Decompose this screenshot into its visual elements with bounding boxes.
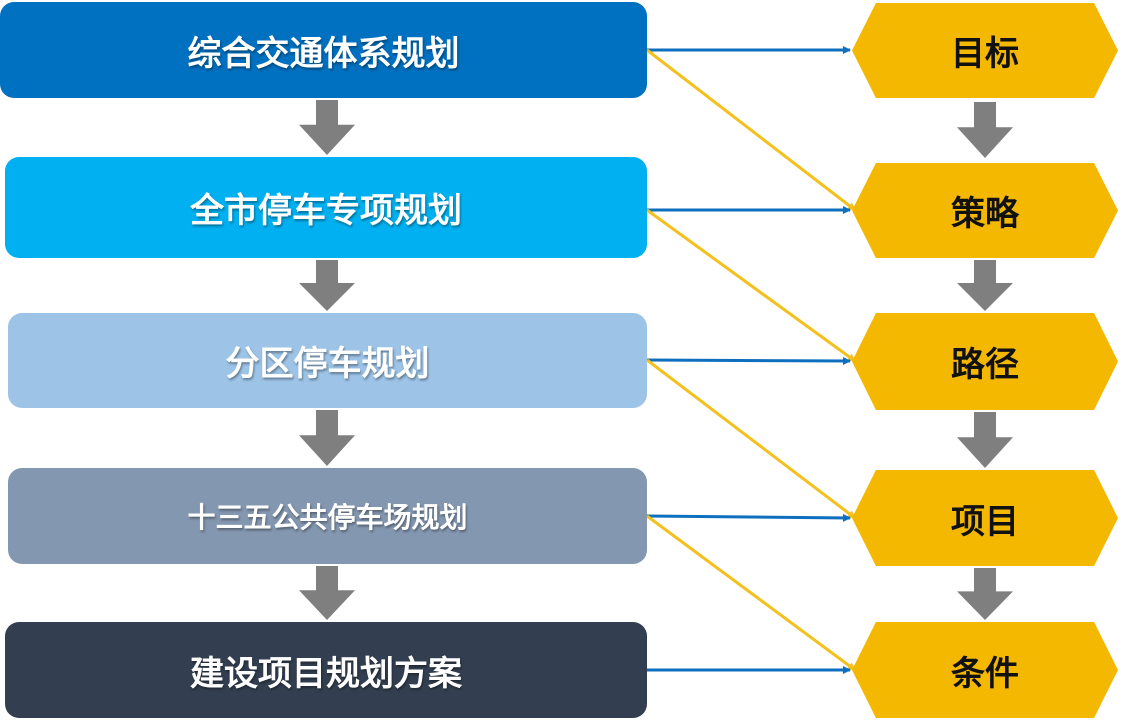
box-construction-project-plan: 建设项目规划方案 bbox=[5, 622, 647, 718]
down-arrow-icon bbox=[299, 566, 355, 620]
yellow-arrow bbox=[646, 514, 856, 672]
blue-arrow bbox=[646, 356, 851, 365]
yellow-arrow bbox=[646, 358, 856, 520]
yellow-arrow bbox=[646, 208, 856, 363]
down-arrow-icon bbox=[299, 100, 355, 155]
box-13th-five-year-parking-plan: 十三五公共停车场规划 bbox=[8, 468, 647, 564]
blue-arrow bbox=[646, 513, 851, 522]
box-comprehensive-transport-plan: 综合交通体系规划 bbox=[0, 2, 647, 98]
box-citywide-parking-plan: 全市停车专项规划 bbox=[5, 157, 647, 258]
down-arrow-icon bbox=[299, 260, 355, 311]
down-arrow-icon bbox=[957, 260, 1013, 311]
step-project: 项目 bbox=[852, 470, 1118, 566]
down-arrow-icon bbox=[957, 412, 1013, 468]
step-path: 路径 bbox=[852, 313, 1118, 410]
step-strategy: 策略 bbox=[852, 163, 1118, 258]
step-goal: 目标 bbox=[852, 3, 1118, 98]
box-district-parking-plan: 分区停车规划 bbox=[8, 313, 647, 408]
step-condition: 条件 bbox=[852, 622, 1118, 718]
down-arrow-icon bbox=[299, 410, 355, 466]
down-arrow-icon bbox=[957, 568, 1013, 620]
yellow-arrow bbox=[646, 48, 856, 212]
down-arrow-icon bbox=[957, 102, 1013, 158]
